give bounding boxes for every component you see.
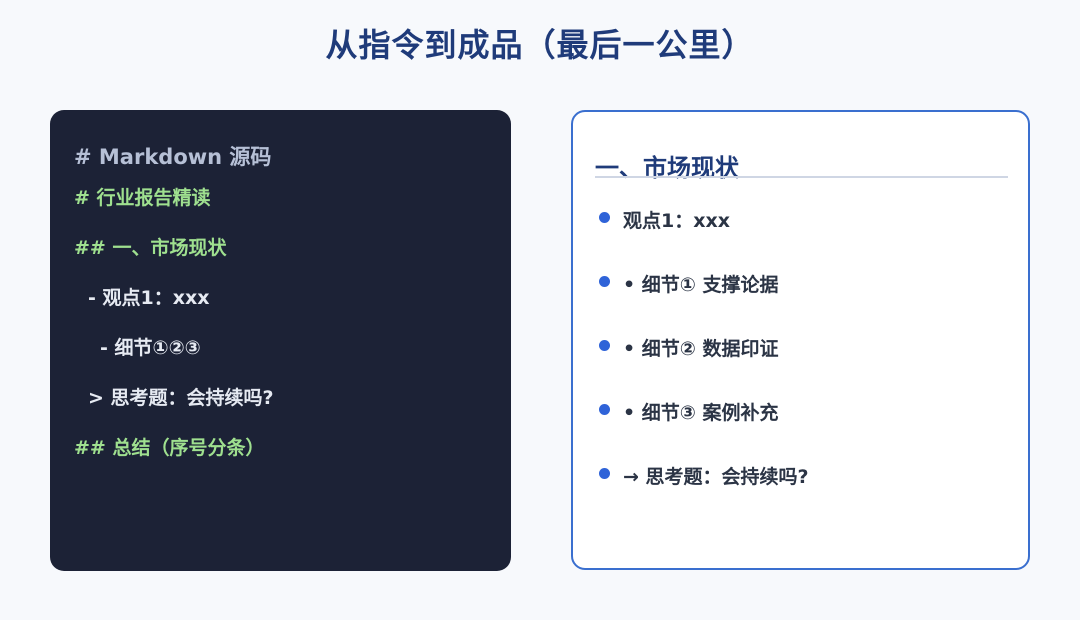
list-item-text: • 细节① 支撑论据 [623, 274, 779, 296]
source-line: # 行业报告精读 [74, 187, 211, 209]
source-header: # Markdown 源码 [74, 145, 272, 169]
source-line: ## 总结（序号分条） [74, 437, 265, 459]
list-item-text: • 细节② 数据印证 [623, 338, 779, 360]
bullet-dot-icon [599, 468, 610, 479]
list-item-text: → 思考题：会持续吗? [623, 466, 809, 488]
markdown-source-panel: # Markdown 源码 # 行业报告精读 ## 一、市场现状 - 观点1：x… [50, 110, 511, 571]
list-item-text: • 细节③ 案例补充 [623, 402, 779, 424]
page-title: 从指令到成品（最后一公里） [325, 26, 755, 64]
bullet-dot-icon [599, 276, 610, 287]
bullet-dot-icon [599, 404, 610, 415]
heading-divider [595, 176, 1008, 178]
source-line: > 思考题：会持续吗? [88, 387, 274, 409]
bullet-dot-icon [599, 340, 610, 351]
source-line: - 细节①②③ [100, 337, 201, 359]
source-line: - 观点1：xxx [88, 287, 210, 309]
list-item-text: 观点1：xxx [623, 210, 730, 232]
source-line: ## 一、市场现状 [74, 237, 227, 259]
rendered-output-panel: 一、市场现状 观点1：xxx • 细节① 支撑论据 • 细节② 数据印证 • 细… [571, 110, 1030, 570]
bullet-dot-icon [599, 212, 610, 223]
